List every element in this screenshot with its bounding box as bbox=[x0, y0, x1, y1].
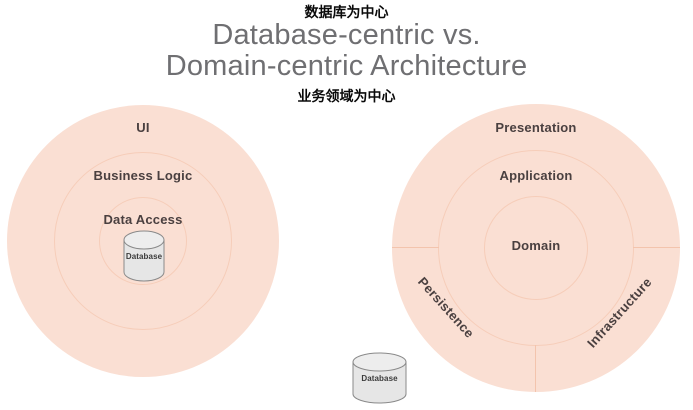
title-line-2: Domain-centric Architecture bbox=[165, 50, 528, 82]
sector-divider-right bbox=[633, 247, 680, 248]
ring-label-data-access: Data Access bbox=[103, 212, 183, 227]
sector-divider-bottom bbox=[535, 345, 536, 392]
ring-label-ui: UI bbox=[136, 120, 150, 135]
annotation-domain-centric-cn: 业务领域为中心 bbox=[297, 89, 396, 105]
ring-business-logic bbox=[54, 152, 232, 330]
page-title: Database-centric vs. Domain-centric Arch… bbox=[0, 20, 693, 82]
database-label: Database bbox=[361, 374, 398, 383]
ring-domain bbox=[484, 196, 588, 300]
ring-label-business-logic: Business Logic bbox=[93, 168, 193, 183]
database-icon bbox=[123, 230, 165, 282]
database-label: Database bbox=[125, 252, 163, 261]
database-icon bbox=[352, 352, 407, 404]
database-cylinder-external: Database bbox=[352, 352, 407, 404]
annotation-database-centric-cn: 数据库为中心 bbox=[304, 5, 389, 21]
title-line-1: Database-centric vs. bbox=[212, 19, 481, 51]
ring-label-presentation: Presentation bbox=[495, 120, 577, 135]
ring-label-domain: Domain bbox=[511, 238, 561, 253]
database-cylinder-center: Database bbox=[123, 230, 165, 282]
sector-divider-left bbox=[392, 247, 439, 248]
ring-label-application: Application bbox=[499, 168, 573, 183]
